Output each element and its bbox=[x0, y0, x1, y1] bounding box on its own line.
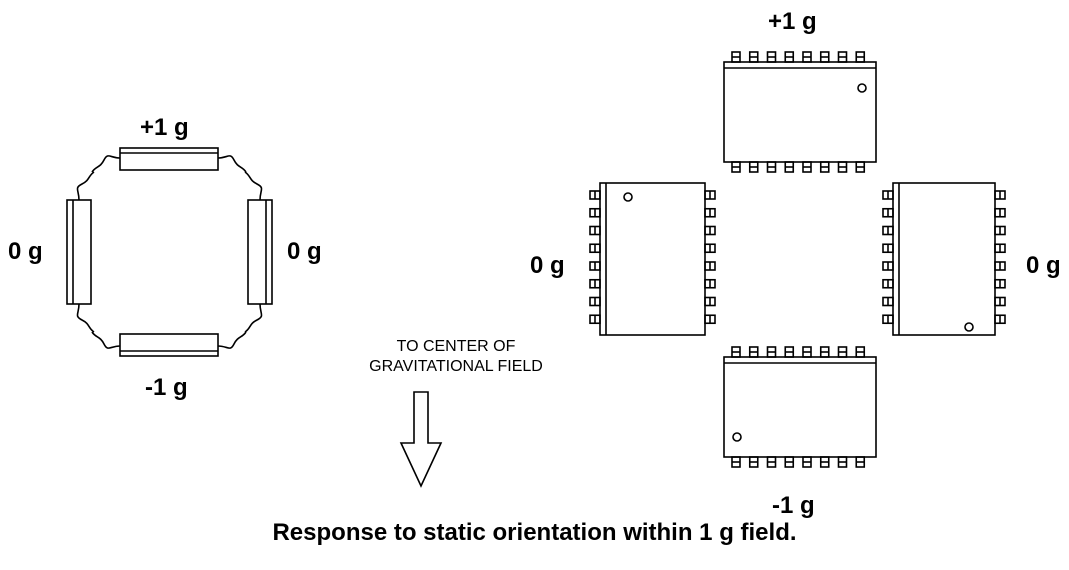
side-package-bottom bbox=[119, 333, 219, 357]
down-arrow bbox=[399, 391, 443, 488]
bottom-package bbox=[723, 346, 877, 468]
side-package-top bbox=[119, 147, 219, 171]
side-view-bottom-label: -1 g bbox=[145, 374, 188, 401]
gravity-arrow bbox=[399, 391, 443, 488]
side-view-top-label: +1 g bbox=[140, 114, 189, 141]
side-lead-curve-8 bbox=[244, 303, 263, 333]
figure-caption: Response to static orientation within 1 … bbox=[272, 519, 797, 546]
left-package-body bbox=[599, 182, 706, 336]
side-lead-curve-4 bbox=[217, 331, 247, 349]
side-package-right bbox=[247, 199, 273, 305]
bottom-package-pin1-dot bbox=[732, 432, 742, 442]
side-lead-curve-6 bbox=[244, 171, 263, 201]
top-view-left-label: 0 g bbox=[530, 252, 565, 279]
top-view-bottom-label: -1 g bbox=[772, 492, 815, 519]
gravity-note-line2: GRAVITATIONAL FIELD bbox=[369, 358, 543, 375]
side-lead-curve-3 bbox=[91, 331, 121, 349]
side-lead-curve-5 bbox=[76, 171, 95, 201]
side-lead-curve-2 bbox=[217, 155, 247, 173]
side-lead-curve-1 bbox=[91, 155, 121, 173]
side-package-left bbox=[66, 199, 92, 305]
right-package bbox=[882, 182, 1006, 336]
right-package-pin1-dot bbox=[964, 322, 974, 332]
right-package-body bbox=[892, 182, 996, 336]
top-package-pin1-dot bbox=[857, 83, 867, 93]
left-package-pin1-dot bbox=[623, 192, 633, 202]
top-view-top-label: +1 g bbox=[768, 8, 817, 35]
gravity-note-line1: TO CENTER OF bbox=[396, 338, 516, 355]
top-package-body bbox=[723, 61, 877, 163]
top-view-packages bbox=[589, 51, 1006, 468]
side-view-packages bbox=[66, 147, 273, 357]
top-package bbox=[723, 51, 877, 173]
bottom-package-body bbox=[723, 356, 877, 458]
side-view-left-label: 0 g bbox=[8, 238, 43, 265]
left-package bbox=[589, 182, 716, 336]
top-view-right-label: 0 g bbox=[1026, 252, 1061, 279]
side-view-right-label: 0 g bbox=[287, 238, 322, 265]
side-lead-curve-7 bbox=[76, 303, 95, 333]
